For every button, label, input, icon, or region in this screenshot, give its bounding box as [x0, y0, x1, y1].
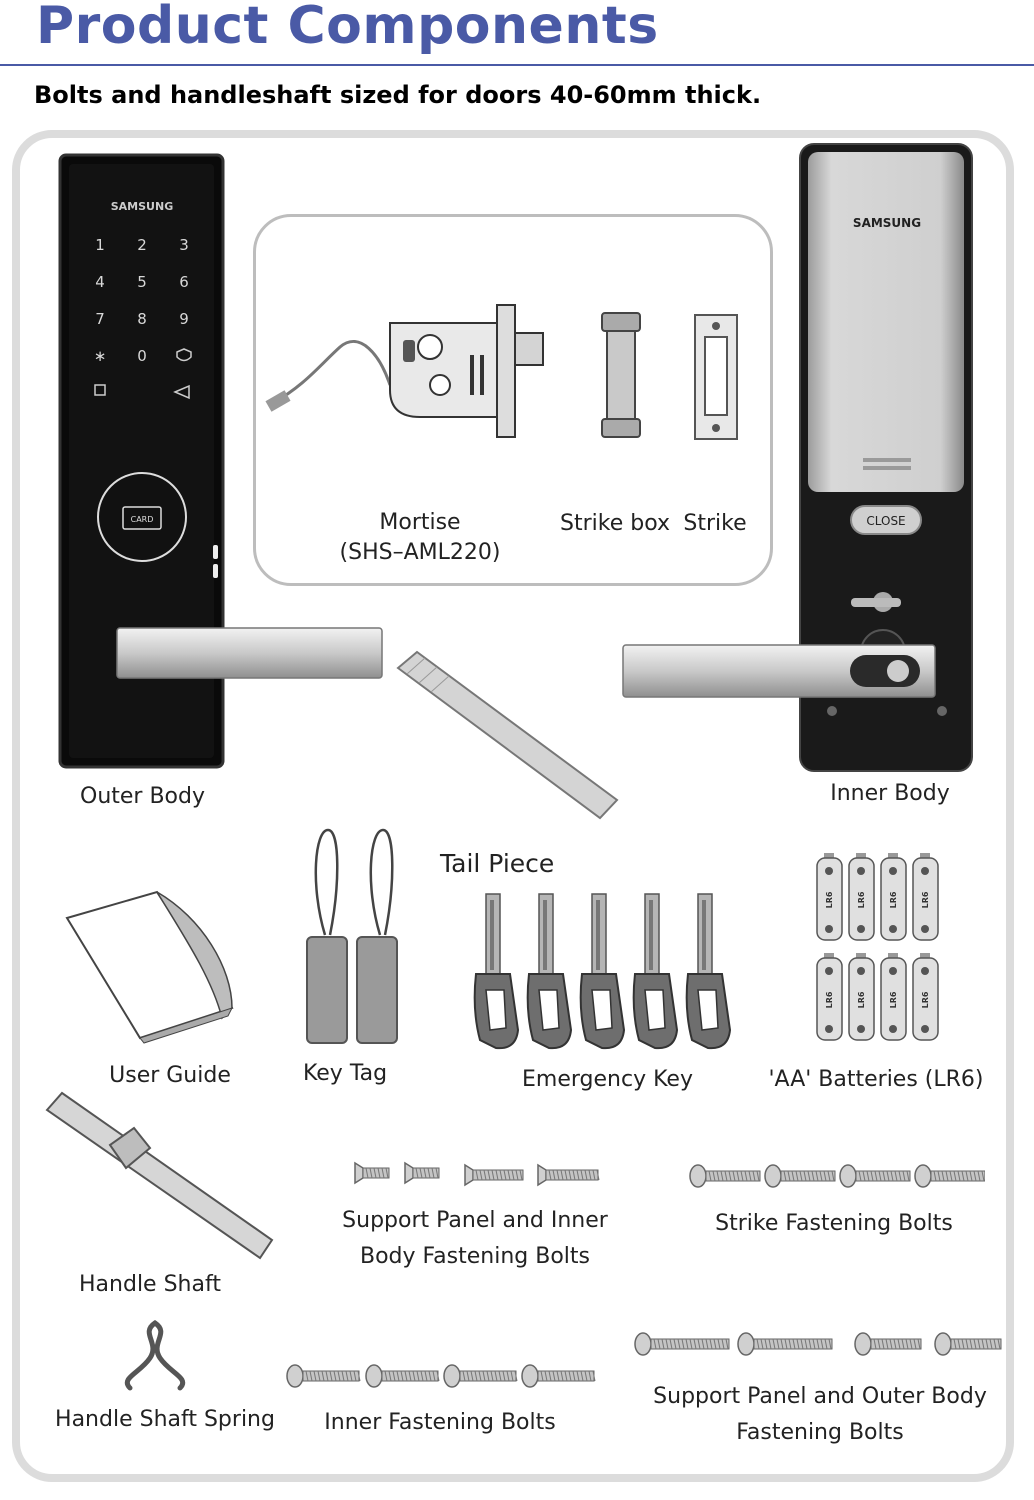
shield-icon	[176, 348, 192, 362]
screw	[934, 1332, 1002, 1356]
battery-label: LR6	[889, 891, 898, 908]
support-outer-bolts-label: Support Panel and Outer Body Fastening B…	[653, 1384, 987, 1445]
key-tag-label: Key Tag	[302, 1061, 388, 1086]
outer-handle	[116, 627, 383, 679]
page-subtitle: Bolts and handleshaft sized for doors 40…	[34, 81, 762, 109]
outer-body-illustration: SAMSUNG 1 2 3 4 5 6 7 8 9 ∗ 0 CARD	[58, 153, 383, 769]
outer-brand-text: SAMSUNG	[111, 200, 173, 213]
aa-battery: LR6	[912, 853, 939, 941]
key-tag-illustration	[306, 828, 398, 1044]
mortise-inset-box	[253, 214, 773, 586]
aa-battery: LR6	[848, 953, 875, 1041]
strike-label: Strike	[683, 511, 747, 536]
close-button	[850, 505, 922, 535]
inner-body-illustration: SAMSUNG CLOSE	[622, 143, 973, 772]
screw	[464, 1163, 524, 1187]
screw	[689, 1164, 761, 1188]
inner-brand-text: SAMSUNG	[853, 216, 921, 230]
mortise-strike-illustration	[265, 304, 738, 440]
screw	[365, 1364, 440, 1388]
handle-shaft-bar	[45, 1091, 274, 1260]
handle-shaft-illustration	[45, 1091, 274, 1260]
tail-piece-label: Tail Piece	[440, 849, 555, 878]
emergency-key	[632, 893, 679, 1050]
inner-bolts-label: Inner Fastening Bolts	[324, 1410, 556, 1435]
support-inner-bolts-illustration	[354, 1161, 600, 1187]
inner-body-label: Inner Body	[830, 781, 950, 806]
strike-bolts-illustration	[689, 1164, 985, 1188]
aa-battery: LR6	[880, 953, 907, 1041]
page-title: Product Components	[36, 0, 659, 56]
tail-piece-bar	[396, 650, 619, 820]
mortise-cable	[272, 340, 392, 405]
strike-box-label: Strike box	[560, 511, 670, 536]
emergency-key-illustration	[473, 893, 732, 1050]
screw	[443, 1364, 518, 1388]
inner-bolts-illustration	[286, 1364, 596, 1388]
handle-shaft-label: Handle Shaft	[79, 1272, 221, 1297]
keypad-key: 1	[95, 236, 105, 254]
keypad-key: 4	[95, 273, 105, 291]
mute-icon	[173, 384, 190, 400]
keypad-key: 7	[95, 310, 105, 328]
card-label: CARD	[131, 515, 154, 524]
screw	[404, 1161, 440, 1185]
emergency-key	[473, 893, 520, 1050]
emergency-key-label: Emergency Key	[522, 1067, 693, 1092]
handle-shaft-spring-label: Handle Shaft Spring	[55, 1407, 275, 1432]
battery-label: LR6	[889, 991, 898, 1008]
keypad-key: 0	[137, 347, 147, 365]
key-tag-fob	[356, 936, 398, 1044]
keypad-key: 9	[179, 310, 189, 328]
spring-wire	[125, 1319, 185, 1391]
batteries-label: 'AA' Batteries (LR6)	[768, 1067, 984, 1092]
user-guide-label: User Guide	[109, 1063, 231, 1088]
support-inner-bolts-label: Support Panel and Inner Body Fastening B…	[342, 1208, 608, 1269]
battery-label: LR6	[825, 991, 834, 1008]
screw	[634, 1332, 730, 1356]
tail-piece-illustration	[396, 650, 619, 820]
emergency-key	[579, 893, 626, 1050]
keypad-key: ∗	[94, 347, 107, 365]
keypad-key: 2	[137, 236, 147, 254]
screw	[764, 1164, 836, 1188]
battery-label: LR6	[857, 891, 866, 908]
screw	[286, 1364, 361, 1388]
strike-bolts-label: Strike Fastening Bolts	[715, 1211, 953, 1236]
emergency-key	[526, 893, 573, 1050]
mortise-label: Mortise (SHS–AML220)	[339, 510, 501, 565]
battery-label: LR6	[921, 991, 930, 1008]
outer-keypad: 1 2 3 4 5 6 7 8 9 ∗ 0	[94, 236, 192, 365]
screw	[521, 1364, 596, 1388]
screw	[354, 1161, 390, 1185]
battery-label: LR6	[857, 991, 866, 1008]
user-guide-illustration	[65, 890, 234, 1044]
screw	[854, 1332, 922, 1356]
handle-shaft-spring-illustration	[125, 1319, 185, 1391]
emergency-key	[685, 893, 732, 1050]
keypad-key: 5	[137, 273, 147, 291]
aa-battery: LR6	[880, 853, 907, 941]
keypad-key: 6	[179, 273, 189, 291]
keypad-key: 8	[137, 310, 147, 328]
battery-label: LR6	[921, 891, 930, 908]
screw	[839, 1164, 911, 1188]
keypad-key: 3	[179, 236, 189, 254]
aa-battery: LR6	[912, 953, 939, 1041]
aa-battery: LR6	[816, 953, 843, 1041]
aa-battery: LR6	[816, 853, 843, 941]
screw	[914, 1164, 985, 1188]
close-label: CLOSE	[866, 514, 905, 528]
aa-battery: LR6	[848, 853, 875, 941]
key-tag-fob	[306, 936, 348, 1044]
outer-body-label: Outer Body	[80, 784, 205, 809]
screw	[537, 1163, 600, 1187]
title-underline	[0, 64, 1034, 66]
screw	[737, 1332, 833, 1356]
battery-label: LR6	[825, 891, 834, 908]
support-outer-bolts-illustration	[634, 1332, 1002, 1356]
lock-icon	[94, 384, 106, 396]
